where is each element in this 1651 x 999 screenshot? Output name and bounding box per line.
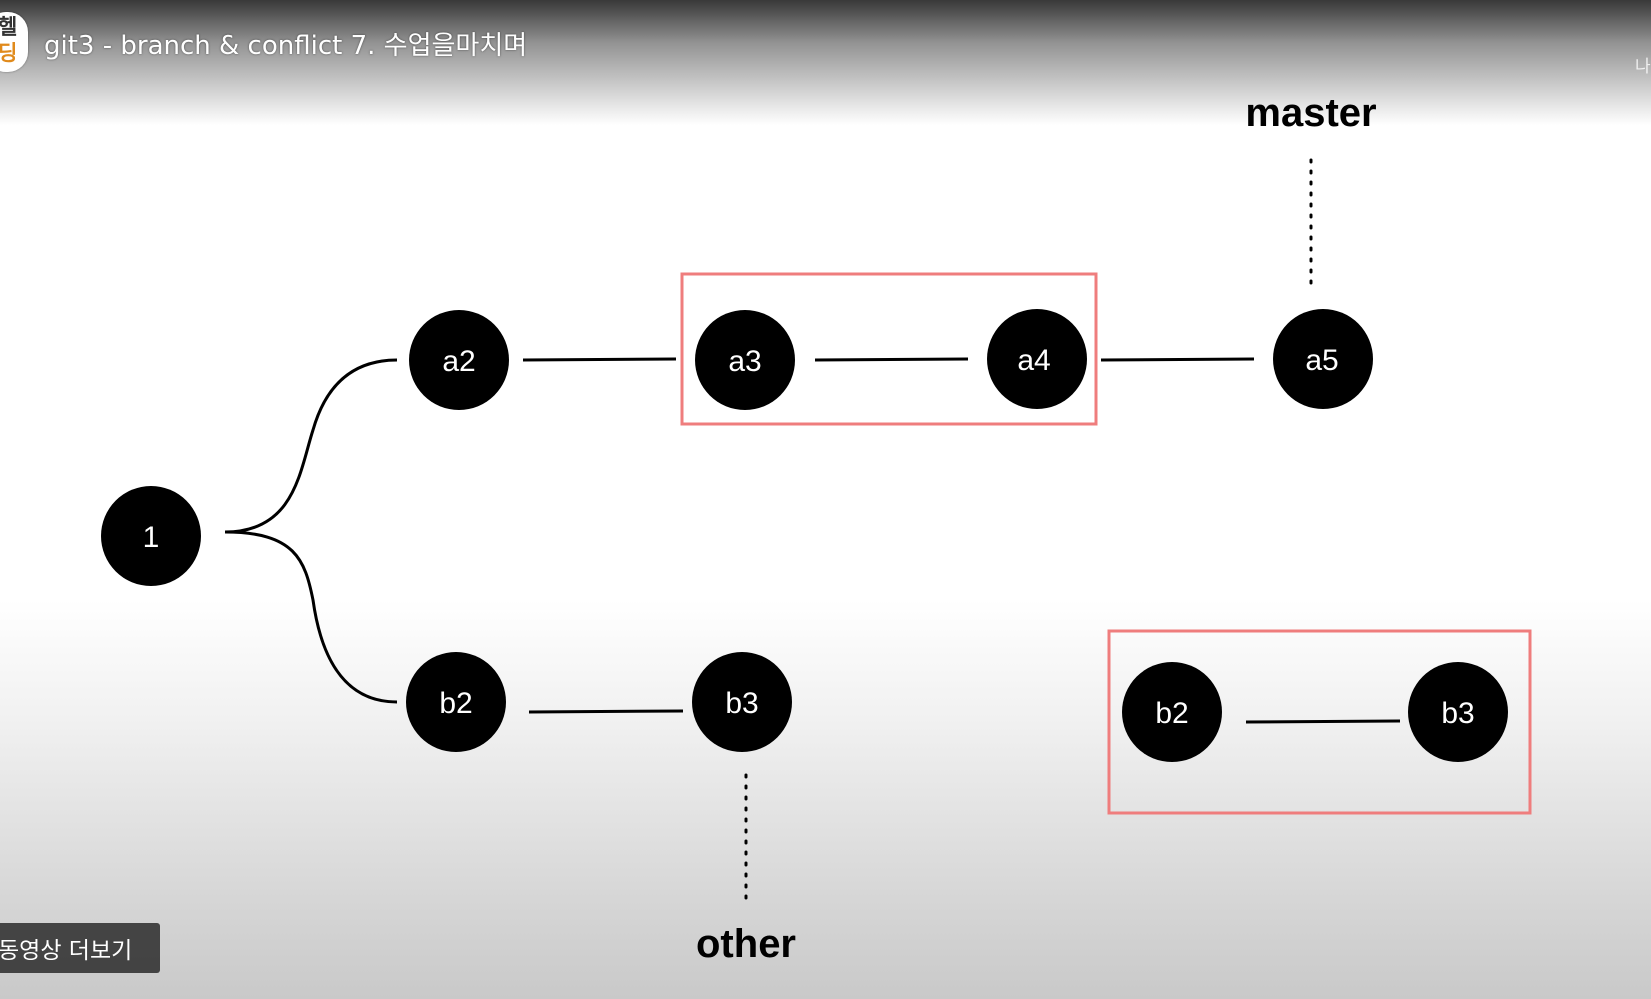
edge-b2-copy-to-b3-copy [1245,719,1401,724]
commit-node-b2-label: b2 [439,687,472,720]
commit-node-a3-label: a3 [728,345,761,378]
commit-node-a2-label: a2 [442,345,475,378]
more-videos-button[interactable]: 동영상 더보기 [0,923,160,973]
more-videos-label: 동영상 더보기 [0,938,133,964]
highlight-box-a3-a4 [680,272,1098,426]
commit-node-b2-copy-label: b2 [1155,697,1188,730]
commit-node-a5 [1273,309,1373,409]
channel-logo-icon[interactable]: 헬 딩 [0,12,28,72]
commit-node-a2 [409,310,509,410]
edge-1-to-a2 [224,358,398,534]
edge-1-to-b2 [224,530,398,704]
highlight-box-b2-b3 [1107,629,1532,815]
commit-node-b2-copy [1122,662,1222,762]
top-right-overlay-text: 나 [1635,57,1651,77]
commit-node-b3 [692,652,792,752]
commit-node-b2 [406,652,506,752]
edge-a4-to-a5 [1100,357,1255,362]
commit-node-b3-label: b3 [725,687,758,720]
branch-label-other: other [696,922,796,966]
channel-logo-top-glyph: 헬 [0,15,18,39]
commit-node-1-label: 1 [143,521,160,554]
channel-logo-bottom-glyph: 딩 [0,41,18,65]
edge-b2-to-b3 [528,709,684,714]
commit-node-b3-copy-label: b3 [1441,697,1474,730]
commit-node-a4 [987,309,1087,409]
video-title[interactable]: git3 - branch & conflict 7. 수업을마치며 [44,31,528,61]
player-top-overlay [0,0,1651,125]
commit-node-a5-label: a5 [1305,344,1338,377]
commit-node-1 [101,486,201,586]
commit-node-a3 [695,310,795,410]
edge-a3-to-a4 [814,357,969,362]
commit-node-a4-label: a4 [1017,344,1050,377]
edge-a2-to-a3 [522,357,677,362]
commit-node-b3-copy [1408,662,1508,762]
